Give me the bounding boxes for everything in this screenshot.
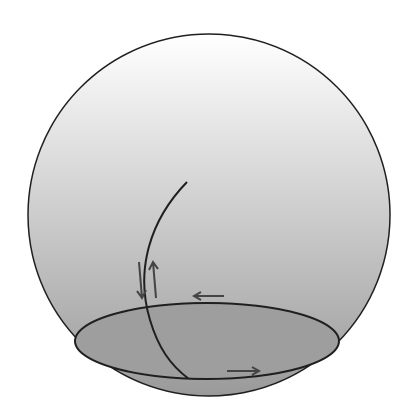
cap-disc: [75, 303, 339, 379]
